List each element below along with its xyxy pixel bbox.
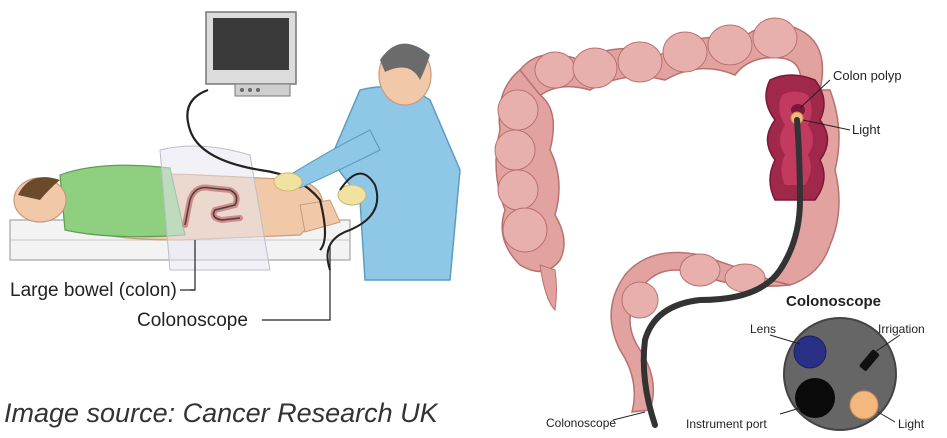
monitor-button	[256, 88, 260, 92]
monitor-button	[240, 88, 244, 92]
light-port-leader	[878, 412, 895, 422]
light-port	[850, 391, 878, 419]
instrument-port-label: Instrument port	[686, 417, 767, 431]
cross-section-title: Colonoscope	[786, 293, 881, 310]
lens-label: Lens	[750, 322, 776, 336]
monitor-screen	[213, 18, 289, 70]
lens	[794, 336, 826, 368]
monitor-button	[248, 88, 252, 92]
appendix	[540, 265, 557, 310]
right-colonoscope-leader	[613, 412, 645, 420]
procedure-scene: Large bowel (colon) Colonoscope	[10, 12, 460, 331]
right-colonoscope-label: Colonoscope	[546, 416, 616, 430]
left-colonoscope-label: Colonoscope	[137, 310, 248, 331]
colon-diagram: Colon polyp Light Colonoscope Colonoscop…	[495, 18, 925, 431]
colon-polyp-label: Colon polyp	[833, 68, 902, 83]
irrigation-label: Irrigation	[878, 322, 925, 336]
instrument-port	[795, 378, 835, 418]
light-port-label: Light	[898, 417, 925, 431]
large-bowel-label: Large bowel (colon)	[10, 280, 177, 301]
image-source-caption: Image source: Cancer Research UK	[4, 398, 438, 429]
doctor-hand-left	[274, 173, 302, 191]
light-label: Light	[852, 122, 881, 137]
